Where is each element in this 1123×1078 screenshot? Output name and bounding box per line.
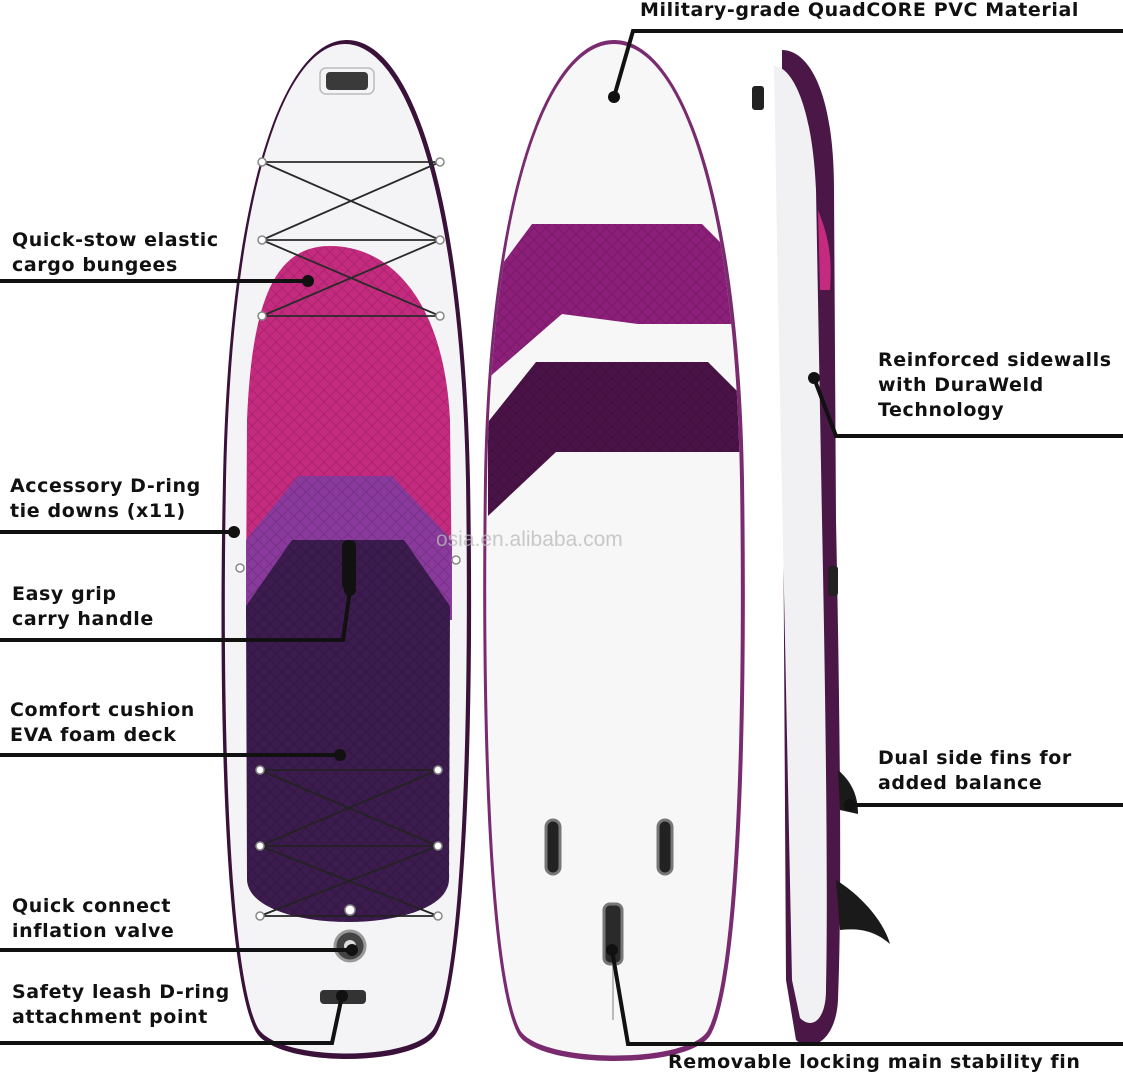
board-top-view bbox=[221, 40, 472, 1059]
rear-bungees bbox=[259, 769, 439, 917]
side-fin-box-right bbox=[656, 818, 674, 876]
callout-material: Military-grade QuadCORE PVC Material bbox=[640, 0, 1080, 21]
leader-leash bbox=[0, 995, 344, 1045]
side-deck-pink-edge bbox=[818, 210, 831, 290]
leader-main-fin bbox=[610, 949, 1123, 1046]
side-handle-rear bbox=[828, 566, 838, 596]
leader-grip bbox=[0, 589, 352, 642]
side-fin-box-left bbox=[544, 818, 562, 876]
rear-d-rings bbox=[255, 765, 443, 921]
bottom-chevron-texture bbox=[486, 224, 740, 516]
callout-main-fin: Removable locking main stability fin bbox=[668, 1051, 1081, 1073]
board-bottom-view bbox=[483, 40, 745, 1061]
leader-sidewalls bbox=[812, 377, 1123, 438]
leader-lines bbox=[0, 29, 1123, 1046]
leader-dots bbox=[228, 91, 856, 1002]
leader-material bbox=[612, 29, 1123, 98]
front-handle bbox=[326, 72, 368, 90]
front-bungees bbox=[261, 161, 441, 317]
main-fin-profile bbox=[836, 880, 890, 944]
watermark: osia.en.alibaba.com bbox=[436, 528, 623, 551]
board-side-view bbox=[752, 50, 890, 1046]
side-deck-white bbox=[774, 66, 827, 1023]
front-d-rings bbox=[235, 157, 461, 573]
front-handle-plate bbox=[319, 67, 375, 95]
side-handle bbox=[752, 86, 764, 110]
center-carry-handle bbox=[342, 540, 356, 590]
